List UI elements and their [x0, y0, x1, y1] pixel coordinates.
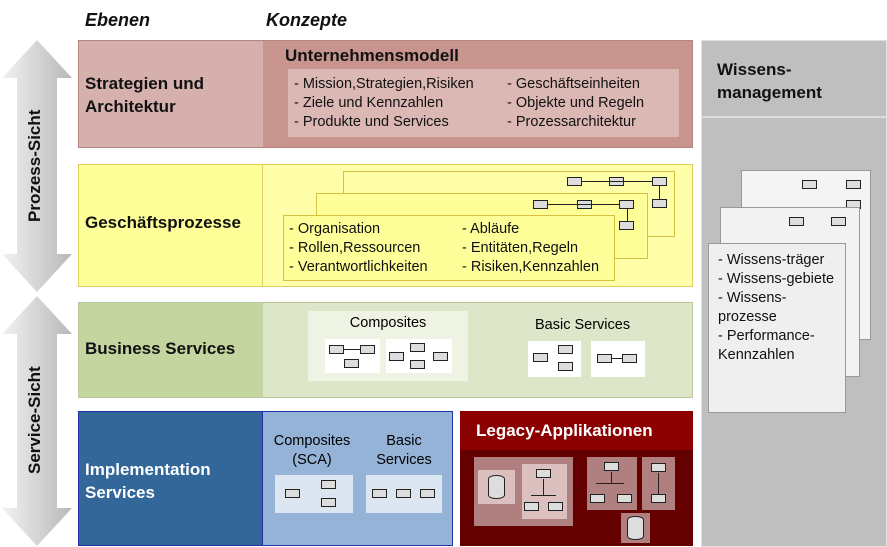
- bp-list-2: - Abläufe- Entitäten,Regeln- Risiken,Ken…: [462, 221, 600, 275]
- implementation-row: Implementation Services Composites (SCA)…: [78, 411, 453, 546]
- header-konzepte: Konzepte: [266, 10, 347, 30]
- double-arrow-icon: [2, 296, 72, 546]
- service-view-label: Service-Sicht: [25, 366, 44, 474]
- header-ebenen: Ebenen: [85, 10, 151, 30]
- strategy-label: Strategien und Architektur: [85, 74, 205, 116]
- strategy-list-1: - Mission,Strategien,Risiken- Ziele und …: [294, 76, 474, 130]
- double-arrow-icon: [2, 40, 72, 292]
- impl-label: Implementation Services: [85, 460, 211, 502]
- database-icon: [627, 516, 644, 540]
- legacy-title: Legacy-Applikationen: [476, 421, 653, 440]
- bs-composites: Composites: [308, 311, 468, 381]
- process-view-label: Prozess-Sicht: [25, 109, 44, 223]
- impl-composites-label: Composites (SCA): [273, 433, 351, 468]
- bp-list-1: - Organisation- Rollen,Ressourcen- Veran…: [289, 221, 428, 275]
- knowledge-panel: Wissens-management - Wissens-träger- Wis…: [701, 40, 887, 547]
- bp-label: Geschäftsprozesse: [85, 213, 241, 232]
- bs-basic-label: Basic Services: [535, 317, 631, 333]
- knowledge-title: Wissens-management: [717, 60, 822, 102]
- bs-label: Business Services: [85, 339, 236, 358]
- business-process-row: Geschäftsprozesse - Organisation- Rollen…: [78, 164, 693, 287]
- legacy-box: Legacy-Applikationen: [460, 411, 693, 546]
- strategy-title: Unternehmensmodell: [285, 46, 459, 65]
- business-services-row: Business Services Composites Basic Servi…: [78, 302, 693, 398]
- knowledge-list: - Wissens-träger- Wissens-gebiete- Wisse…: [718, 252, 835, 363]
- impl-basic-label: Basic Services: [376, 433, 432, 468]
- database-icon: [488, 475, 505, 499]
- strategy-list-2: - Geschäftseinheiten- Objekte und Regeln…: [507, 76, 645, 130]
- strategy-row: Strategien und Architektur Unternehmensm…: [78, 40, 693, 148]
